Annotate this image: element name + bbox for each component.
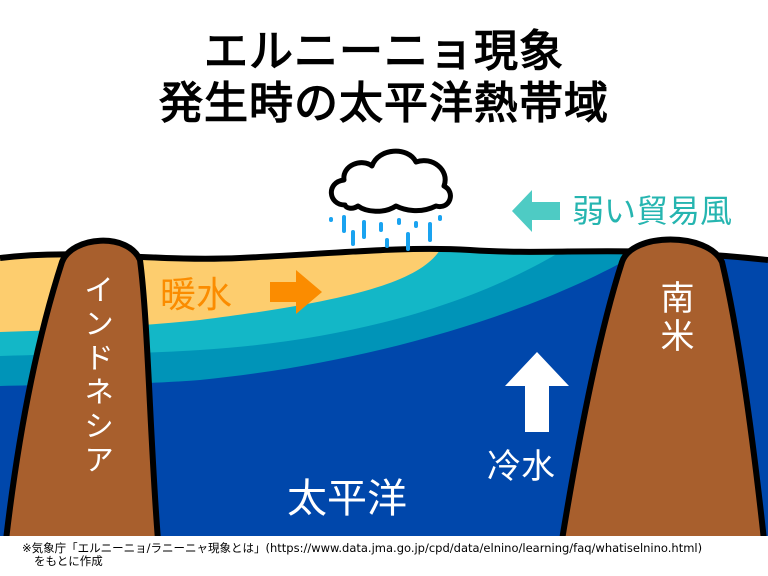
footnote-line-2: をもとに作成: [34, 554, 103, 568]
indonesia-landmass: [3, 237, 161, 543]
weak-trade-winds-label: 弱い貿易風: [572, 192, 733, 230]
arrow-right-icon: [270, 270, 322, 314]
pacific-ocean-label: 太平洋: [287, 476, 407, 522]
title-line-2: 発生時の太平洋熱帯域: [159, 78, 609, 129]
arrow-up-icon: [505, 352, 569, 432]
warm-water-label: 暖水: [160, 275, 233, 316]
rain-cloud-icon: [328, 148, 453, 251]
arrow-left-icon: [512, 190, 560, 232]
south-america-label: 南米: [654, 280, 694, 356]
title-line-1: エルニーニョ現象: [204, 26, 564, 77]
source-footnote: ※気象庁「エルニーニョ/ラニーニャ現象とは」(https://www.data.…: [22, 542, 702, 568]
indonesia-label: インドネシア: [78, 274, 113, 478]
footnote-line-1: ※気象庁「エルニーニョ/ラニーニャ現象とは」(https://www.data.…: [22, 541, 703, 555]
south-america-landmass: [559, 236, 767, 543]
cold-water-label: 冷水: [487, 447, 555, 487]
